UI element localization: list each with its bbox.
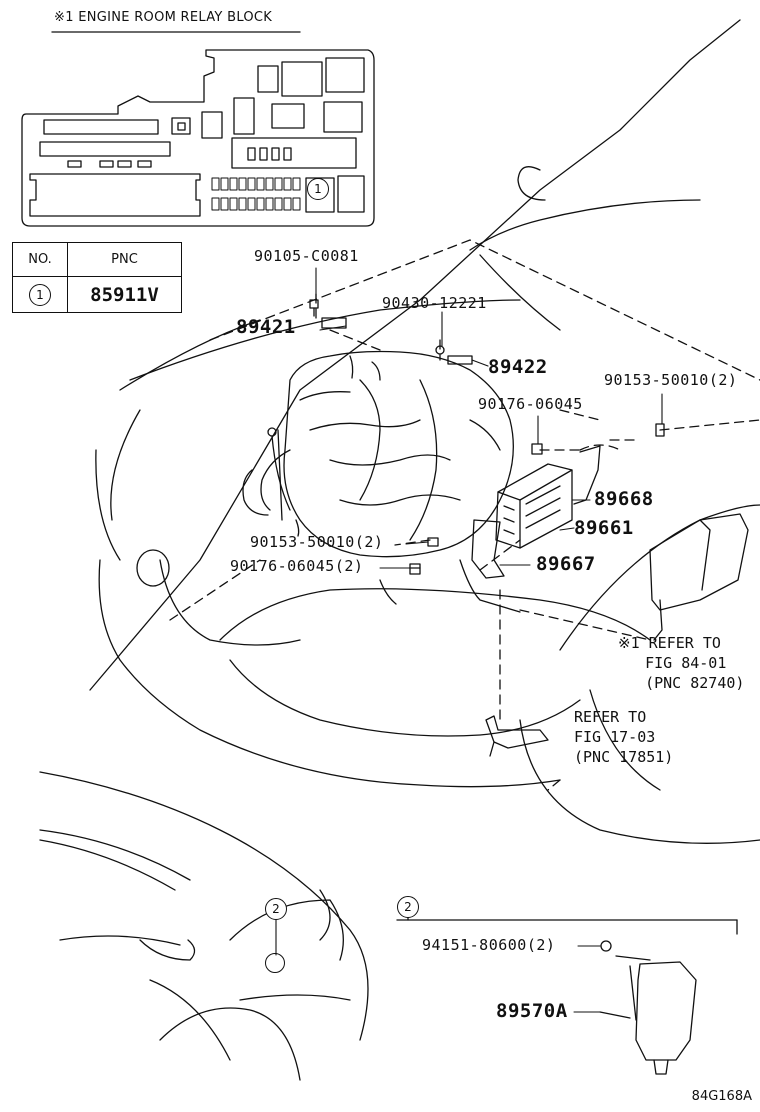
relay-block-drawing	[21, 49, 375, 227]
diagram-code: 84G168A	[691, 1089, 752, 1104]
part-label-90153-top[interactable]: 90153-50010(2)	[604, 371, 738, 389]
bracket-drawing	[485, 715, 549, 757]
dashed-lines	[169, 239, 760, 791]
part-label-89570a[interactable]: 89570A	[496, 1000, 568, 1022]
part-label-89661[interactable]: 89661	[574, 517, 634, 539]
reference-fig-17-03[interactable]: REFER TO FIG 17-03 (PNC 17851)	[574, 708, 674, 766]
relay-block-right	[649, 513, 749, 641]
part-label-90430[interactable]: 90430-12221	[382, 294, 487, 312]
part-label-94151[interactable]: 94151-80600(2)	[422, 936, 556, 954]
pnc-row-number: 1	[29, 283, 51, 306]
part-label-89421[interactable]: 89421	[236, 316, 296, 338]
pnc-table-cell-pnc: 85911V	[67, 276, 182, 313]
fasteners-top	[309, 299, 665, 575]
relay-block-title: ※1 ENGINE ROOM RELAY BLOCK	[54, 10, 273, 25]
ecu-assembly	[471, 445, 601, 579]
location-marker-2: 2	[265, 898, 287, 920]
engine-drawing	[242, 350, 521, 613]
part-label-89668[interactable]: 89668	[594, 488, 654, 510]
part-label-90105[interactable]: 90105-C0081	[254, 247, 359, 265]
car-body-drawing	[89, 19, 760, 844]
leader-lines	[275, 267, 663, 1013]
pnc-row-value: 85911V	[90, 283, 159, 306]
part-label-89667[interactable]: 89667	[536, 553, 596, 575]
reference-fig-84-01[interactable]: ※1 REFER TO FIG 84-01 (PNC 82740)	[618, 634, 745, 692]
pnc-table: NO. PNC 1 85911V	[12, 242, 182, 313]
location-ring	[265, 953, 285, 973]
detail-marker-2: 2	[397, 896, 419, 918]
rear-body-drawing	[39, 771, 369, 1081]
relay-block-marker: 1	[307, 178, 329, 200]
pnc-table-header-no: NO.	[12, 242, 68, 277]
part-label-90153-mid[interactable]: 90153-50010(2)	[250, 533, 384, 551]
part-label-90176-top[interactable]: 90176-06045	[478, 395, 583, 413]
part-label-90176-mid[interactable]: 90176-06045(2)	[230, 557, 364, 575]
part-label-89422[interactable]: 89422	[488, 356, 548, 378]
pnc-table-header-pnc: PNC	[67, 242, 182, 277]
pnc-table-cell-no: 1	[12, 276, 68, 313]
